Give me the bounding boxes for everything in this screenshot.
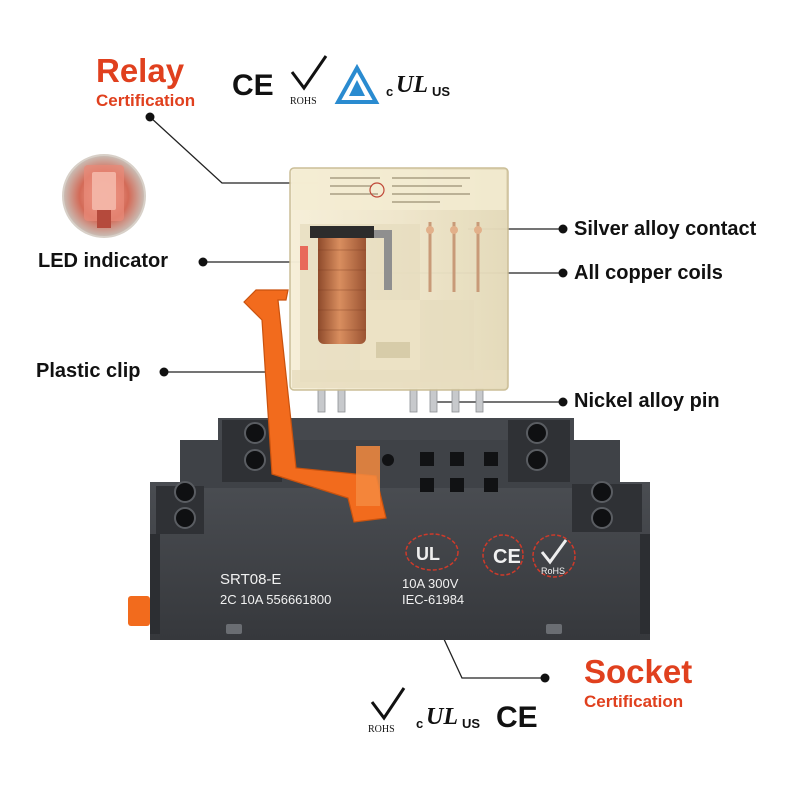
dot-clip <box>159 367 169 377</box>
socket-ul-glyph: UL <box>416 544 440 564</box>
leader-dots <box>145 112 568 683</box>
dot-socket-cert <box>540 673 550 683</box>
plastic-clip <box>243 289 387 523</box>
silver-alloy-contact-label: Silver alloy contact <box>574 218 757 240</box>
socket-ul-glyph-bottom: UL <box>426 704 458 730</box>
socket-ul-us: US <box>462 716 480 731</box>
relay-cert-marks: CE ROHS c UL US <box>232 55 450 107</box>
socket-cert-subtitle: Certification <box>584 692 684 711</box>
relay-cert-subtitle: Certification <box>96 91 196 110</box>
relay-ce-mark: CE <box>232 69 274 102</box>
dot-copper <box>558 268 568 278</box>
relay-cert-leader <box>149 116 318 184</box>
relay-rohs-check <box>290 55 328 91</box>
socket-model: SRT08-E <box>220 571 281 588</box>
din-rail-clip <box>128 596 150 626</box>
socket-body-text: SRT08-E 2C 10A 556661800 10A 300V IEC-61… <box>220 546 565 607</box>
relay-led <box>300 246 308 270</box>
led-closeup-inset <box>62 154 146 238</box>
receptacle-holes <box>382 452 498 492</box>
socket: UL <box>128 418 650 640</box>
relay-top-print <box>330 177 470 203</box>
relay-coil <box>318 232 366 344</box>
dot-nickel <box>558 397 568 407</box>
socket-cert-title: Socket <box>584 653 693 690</box>
socket-ce-small: CE <box>493 546 521 568</box>
relay-ul-us: US <box>432 84 450 99</box>
dot-relay-cert <box>145 112 155 122</box>
socket-rating: 10A 300V <box>402 576 459 591</box>
socket-body <box>150 482 650 640</box>
plastic-clip-label: Plastic clip <box>36 360 141 382</box>
relay-pins <box>317 387 484 413</box>
screw-holes <box>174 422 613 529</box>
socket-ce-mark-bottom: CE <box>496 701 538 734</box>
socket-standard: IEC-61984 <box>402 592 464 607</box>
socket-rohs-check-bottom <box>370 687 406 721</box>
relay-ul-c: c <box>386 84 393 99</box>
din-slots <box>226 624 562 634</box>
relay <box>289 167 509 413</box>
dot-silver <box>558 224 568 234</box>
relay-ul-glyph: UL <box>396 72 428 98</box>
socket-cert-marks: ROHS c UL US CE <box>368 687 538 735</box>
nickel-alloy-pin-label: Nickel alloy pin <box>574 390 720 412</box>
dot-led <box>198 257 208 267</box>
socket-body-marks <box>405 533 576 578</box>
all-copper-coils-label: All copper coils <box>574 262 723 284</box>
socket-rohs-text-bottom: ROHS <box>368 724 395 735</box>
relay-tuv-mark <box>334 63 380 104</box>
relay-rohs-text: ROHS <box>290 96 317 107</box>
socket-spec: 2C 10A 556661800 <box>220 592 331 607</box>
socket-ul-c: c <box>416 716 423 731</box>
relay-cert-title: Relay <box>96 52 185 89</box>
socket-ce-mark-circle <box>482 534 524 576</box>
socket-ul-mark-circle <box>405 533 459 571</box>
socket-rohs-mark-circle <box>532 534 576 578</box>
socket-rohs-check <box>540 539 568 565</box>
socket-rohs-small: RoHS <box>541 566 565 576</box>
led-indicator-label: LED indicator <box>38 250 169 272</box>
